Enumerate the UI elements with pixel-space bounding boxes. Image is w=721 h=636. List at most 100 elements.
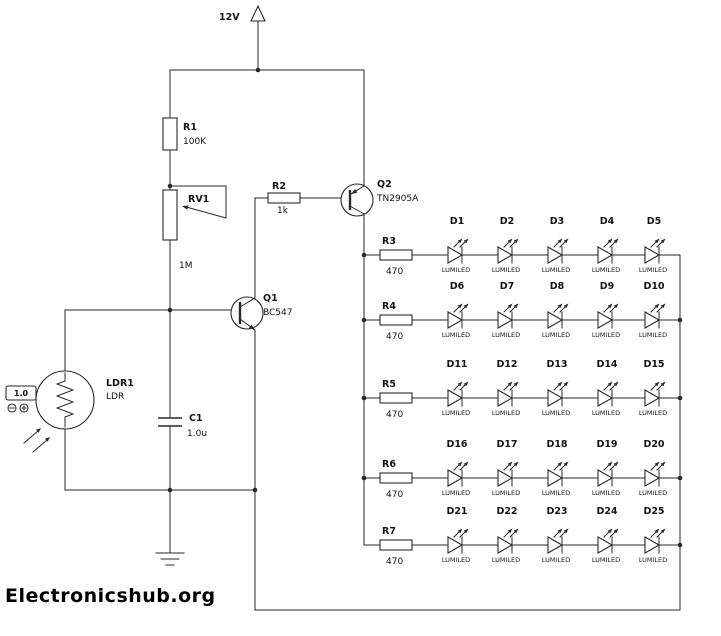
- led-name: D1: [450, 216, 465, 227]
- led-name: D3: [550, 216, 565, 227]
- transistor-q1: Q1 BC547: [230, 293, 292, 331]
- junction-dot: [252, 487, 258, 493]
- led-name: D17: [496, 439, 517, 450]
- collector-lead: [239, 297, 256, 308]
- led-name: D22: [496, 506, 517, 517]
- junction-dot: [677, 542, 683, 548]
- capacitor-c1: C1 1.0u: [158, 413, 207, 439]
- resistor-value: 470: [386, 490, 403, 500]
- transistor-name: Q2: [377, 179, 392, 190]
- led-symbol: [644, 302, 667, 329]
- led-name: D16: [446, 439, 467, 450]
- junction-dot: [361, 395, 367, 401]
- resistor-body: [379, 472, 413, 484]
- transistor-q2: Q2 TN2905A: [340, 179, 419, 217]
- power-arrow-icon: [250, 4, 266, 22]
- led-symbol: [447, 380, 470, 407]
- led-symbol: [547, 237, 570, 264]
- led-name: D2: [500, 216, 515, 227]
- led-symbol: [597, 302, 620, 329]
- led-name: D15: [643, 359, 664, 370]
- led-type-label: LUMILED: [442, 266, 470, 274]
- led-symbol: [497, 237, 520, 264]
- led-symbol: [644, 380, 667, 407]
- resistor-name: R4: [382, 301, 396, 312]
- ldr-value: LDR: [106, 392, 124, 402]
- led-type-label: LUMILED: [639, 409, 667, 417]
- led-symbol: [447, 237, 470, 264]
- power-label: 12V: [219, 12, 240, 23]
- led-type-label: LUMILED: [592, 266, 620, 274]
- led-name: D20: [643, 439, 664, 450]
- resistor-name: R2: [272, 181, 286, 192]
- resistor-value: 470: [386, 267, 403, 277]
- led-name: D7: [500, 281, 515, 292]
- junction-dot: [167, 487, 173, 493]
- led-row-2: R4470D6LUMILEDD7LUMILEDD8LUMILEDD9LUMILE…: [361, 281, 683, 342]
- ldr-name: LDR1: [106, 378, 134, 389]
- ldr-ldr1: LDR1 LDR: [23, 370, 134, 453]
- led-symbol: [447, 302, 470, 329]
- resistor-name: R5: [382, 379, 396, 390]
- resistor-name: R7: [382, 526, 396, 537]
- led-name: D14: [596, 359, 617, 370]
- resistor-value: 1k: [277, 206, 289, 216]
- led-name: D9: [600, 281, 615, 292]
- led-name: D24: [596, 506, 617, 517]
- collector-lead: [349, 205, 365, 215]
- junction-dot: [677, 317, 683, 323]
- led-type-label: LUMILED: [542, 556, 570, 564]
- led-symbol: [547, 380, 570, 407]
- led-symbol: [597, 237, 620, 264]
- ground-symbol: [155, 552, 185, 566]
- resistor-body: [267, 192, 301, 204]
- resistor-name: R3: [382, 236, 396, 247]
- wiper-arrowhead-icon: [182, 205, 189, 210]
- led-type-label: LUMILED: [639, 331, 667, 339]
- junction-dot: [677, 475, 683, 481]
- resistor-body: [162, 189, 178, 241]
- led-row-3: R5470D11LUMILEDD12LUMILEDD13LUMILEDD14LU…: [361, 359, 683, 420]
- led-type-label: LUMILED: [542, 266, 570, 274]
- watermark: Electronicshub.org: [5, 585, 216, 607]
- led-type-label: LUMILED: [592, 331, 620, 339]
- led-type-label: LUMILED: [542, 489, 570, 497]
- led-symbol: [497, 302, 520, 329]
- led-type-label: LUMILED: [592, 409, 620, 417]
- probe-value: 1.0: [14, 389, 29, 398]
- circuit-wires: [64, 20, 681, 611]
- led-type-label: LUMILED: [639, 556, 667, 564]
- resistor-body: [379, 249, 413, 261]
- transistor-value: BC547: [263, 308, 292, 318]
- led-type-label: LUMILED: [492, 489, 520, 497]
- light-arrowhead-icon: [35, 428, 41, 433]
- capacitor-value: 1.0u: [187, 429, 207, 439]
- transistor-body: [340, 183, 374, 217]
- junction-dot: [677, 395, 683, 401]
- pot-value: 1M: [179, 261, 193, 271]
- wiper-arrow: [187, 206, 227, 219]
- led-symbol: [547, 302, 570, 329]
- led-symbol: [644, 460, 667, 487]
- led-array: R3470D1LUMILEDD2LUMILEDD3LUMILEDD4LUMILE…: [361, 216, 683, 567]
- led-name: D18: [546, 439, 567, 450]
- voltage-probe: 1.0: [5, 385, 37, 413]
- resistor-body: [162, 117, 178, 151]
- transistor-value: TN2905A: [376, 194, 419, 204]
- led-type-label: LUMILED: [592, 489, 620, 497]
- led-type-label: LUMILED: [592, 556, 620, 564]
- resistor-r2: R2 1k: [267, 181, 301, 216]
- led-type-label: LUMILED: [442, 489, 470, 497]
- led-name: D6: [450, 281, 465, 292]
- junction-dot: [361, 252, 367, 258]
- led-symbol: [497, 460, 520, 487]
- resistor-value: 470: [386, 332, 403, 342]
- resistor-body: [379, 539, 413, 551]
- led-symbol: [644, 527, 667, 554]
- resistor-value: 470: [386, 557, 403, 567]
- led-type-label: LUMILED: [492, 266, 520, 274]
- capacitor-name: C1: [189, 413, 203, 424]
- led-symbol: [547, 460, 570, 487]
- light-arrow: [23, 430, 39, 444]
